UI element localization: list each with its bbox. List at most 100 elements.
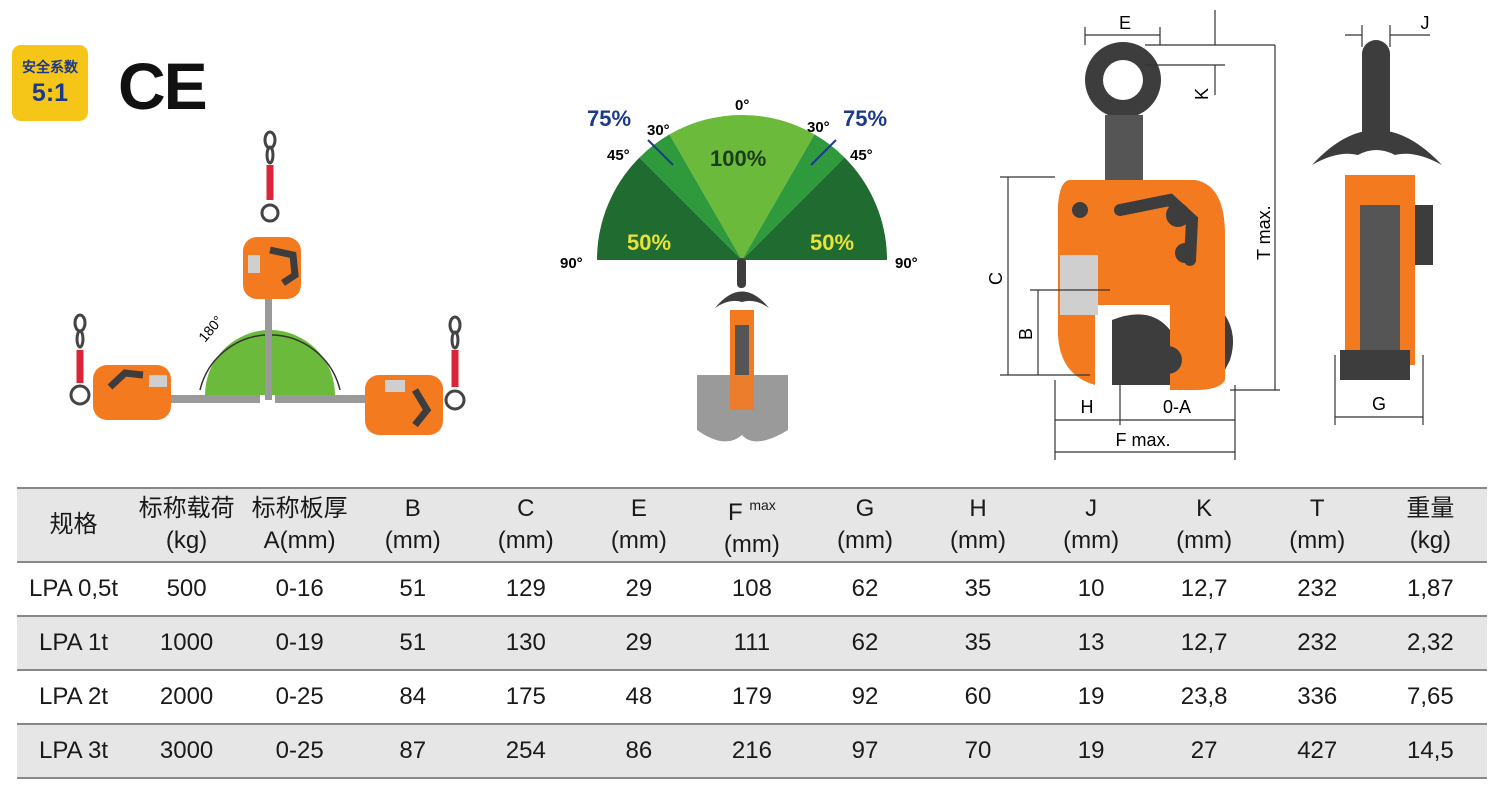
table-cell: 19 bbox=[1034, 724, 1148, 779]
safety-factor-badge: 安全系数 5:1 bbox=[12, 45, 88, 121]
header-H: H(mm) bbox=[921, 487, 1035, 563]
table-cell: LPA 3t bbox=[17, 724, 131, 779]
plate-vertical bbox=[265, 280, 272, 400]
safety-factor-label: 安全系数 bbox=[22, 59, 78, 75]
table-cell: 1,87 bbox=[1373, 562, 1487, 617]
dim-E-label: E bbox=[1119, 13, 1131, 33]
dim-F-label: F max. bbox=[1115, 430, 1170, 450]
table-cell: 179 bbox=[695, 670, 809, 725]
table-cell: 60 bbox=[921, 670, 1035, 725]
dimension-lines-front bbox=[1334, 25, 1430, 425]
sector-30-30 bbox=[669, 114, 815, 260]
angle-45-right-label: 45° bbox=[850, 147, 873, 164]
table-cell: 254 bbox=[469, 724, 583, 779]
table-cell: 2,32 bbox=[1373, 616, 1487, 671]
header-T: T(mm) bbox=[1260, 487, 1374, 563]
safety-factor-value: 5:1 bbox=[31, 79, 69, 107]
table-cell: 216 bbox=[695, 724, 809, 779]
sector-30-45-right bbox=[742, 134, 845, 260]
table-cell: 35 bbox=[921, 616, 1035, 671]
dim-A-label: 0-A bbox=[1163, 397, 1191, 417]
table-cell: 0-16 bbox=[243, 562, 357, 617]
angle-load-diagram: 0° 30° 30° 45° 45° 90° 90° 100% 75% 75% … bbox=[560, 97, 918, 442]
table-cell: 130 bbox=[469, 616, 583, 671]
header-E: E(mm) bbox=[582, 487, 696, 563]
table-cell: 0-25 bbox=[243, 670, 357, 725]
table-cell: 10 bbox=[1034, 562, 1148, 617]
dimension-diagram-side: E K T max. C B H 0-A F max. bbox=[986, 10, 1280, 460]
table-cell: 13 bbox=[1034, 616, 1148, 671]
dimension-lines-side bbox=[1000, 10, 1280, 460]
angle-0-label: 0° bbox=[735, 97, 749, 114]
table-cell: 129 bbox=[469, 562, 583, 617]
clamp-top bbox=[243, 237, 301, 299]
table-cell: 108 bbox=[695, 562, 809, 617]
clamp-side-body bbox=[1058, 42, 1234, 390]
table-cell: 232 bbox=[1260, 562, 1374, 617]
header-weight: 重量(kg) bbox=[1373, 487, 1487, 563]
table-cell: 62 bbox=[808, 562, 922, 617]
table-cell: 336 bbox=[1260, 670, 1374, 725]
angle-30-left-label: 30° bbox=[647, 122, 670, 139]
dim-K-label: K bbox=[1192, 88, 1212, 100]
table-cell: 175 bbox=[469, 670, 583, 725]
header-C: C(mm) bbox=[469, 487, 583, 563]
table-cell: 500 bbox=[130, 562, 244, 617]
table-cell: 23,8 bbox=[1147, 670, 1261, 725]
angle-180-label: 180° bbox=[195, 312, 226, 344]
table-cell: 97 bbox=[808, 724, 922, 779]
dimension-diagram-front: J G bbox=[1312, 13, 1442, 425]
table-cell: 2000 bbox=[130, 670, 244, 725]
table-cell: LPA 1t bbox=[17, 616, 131, 671]
table-cell: 14,5 bbox=[1373, 724, 1487, 779]
table-cell: 7,65 bbox=[1373, 670, 1487, 725]
plate-right bbox=[275, 395, 390, 403]
table-cell: 232 bbox=[1260, 616, 1374, 671]
clamp-right bbox=[365, 375, 443, 435]
table-cell: 111 bbox=[695, 616, 809, 671]
load-75-left-label: 75% bbox=[587, 106, 631, 131]
sector-45-90-right bbox=[742, 157, 887, 260]
table-cell: 92 bbox=[808, 670, 922, 725]
table-cell: 427 bbox=[1260, 724, 1374, 779]
dim-H-label: H bbox=[1081, 397, 1094, 417]
table-cell: 29 bbox=[582, 562, 696, 617]
dim-T-label: T max. bbox=[1254, 205, 1274, 260]
header-F: F max(mm) bbox=[695, 487, 809, 563]
header-K: K(mm) bbox=[1147, 487, 1261, 563]
chain-left bbox=[69, 313, 91, 406]
table-cell: 35 bbox=[921, 562, 1035, 617]
chain-right bbox=[444, 315, 466, 411]
dim-J-label: J bbox=[1421, 13, 1430, 33]
sector-90-45-left bbox=[597, 157, 742, 260]
clamp-left bbox=[93, 365, 171, 420]
dim-B-label: B bbox=[1016, 328, 1036, 340]
header-spec: 规格 bbox=[17, 487, 131, 563]
table-cell: 86 bbox=[582, 724, 696, 779]
table-cell: 87 bbox=[356, 724, 470, 779]
chain-top bbox=[260, 130, 280, 223]
table-cell: 48 bbox=[582, 670, 696, 725]
angle-30-right-label: 30° bbox=[807, 119, 830, 136]
header-B: B(mm) bbox=[356, 487, 470, 563]
table-cell: 1000 bbox=[130, 616, 244, 671]
angle-90-left-label: 90° bbox=[560, 255, 583, 272]
table-cell: 3000 bbox=[130, 724, 244, 779]
plate-left bbox=[140, 395, 260, 403]
load-75-right-label: 75% bbox=[843, 106, 887, 131]
table-cell: 84 bbox=[356, 670, 470, 725]
table-cell: 51 bbox=[356, 562, 470, 617]
load-50-right-label: 50% bbox=[810, 230, 854, 255]
table-cell: 12,7 bbox=[1147, 616, 1261, 671]
load-50-left-label: 50% bbox=[627, 230, 671, 255]
table-cell: 51 bbox=[356, 616, 470, 671]
load-100-label: 100% bbox=[710, 146, 766, 171]
clamp-angle-illustration bbox=[697, 258, 788, 442]
sector-45-30-left bbox=[639, 134, 742, 260]
dim-G-label: G bbox=[1372, 394, 1386, 414]
table-cell: 19 bbox=[1034, 670, 1148, 725]
